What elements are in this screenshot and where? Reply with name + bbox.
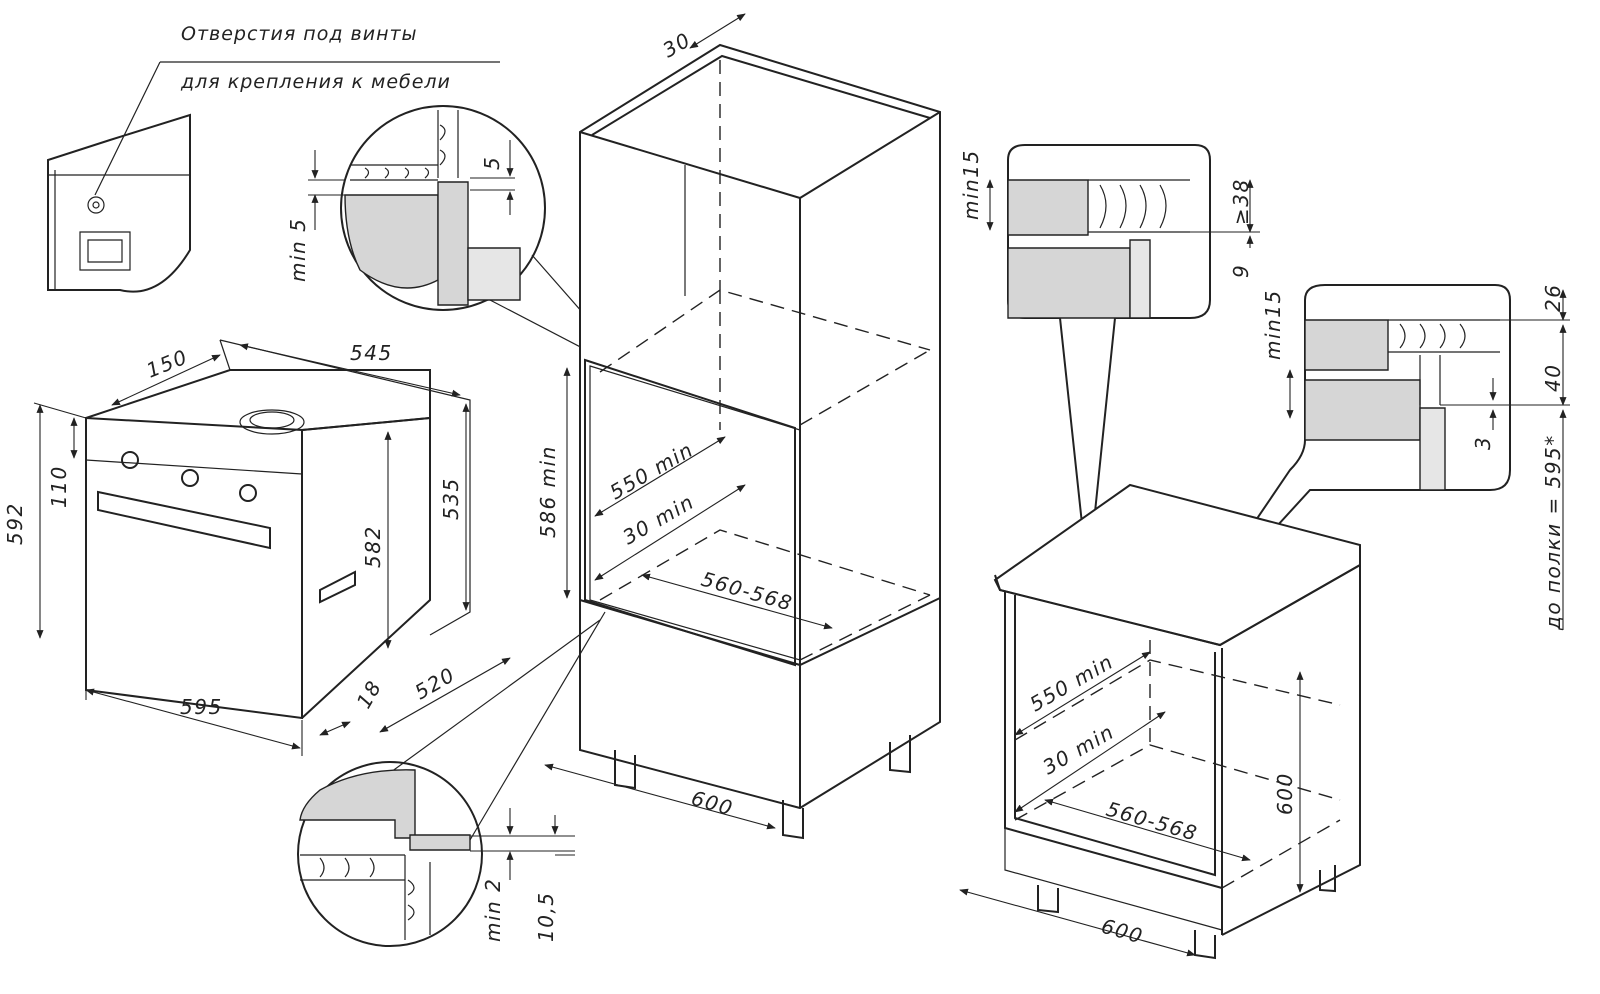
dim-9: 9 <box>1229 264 1253 278</box>
dim-26: 26 <box>1541 284 1565 312</box>
dim-600-width: 600 <box>1099 914 1147 949</box>
dim-ge38: ≥38 <box>1229 178 1253 225</box>
detail-right-1: min15 ≥38 9 <box>959 144 1260 581</box>
detail-right-2: min15 26 40 3 до полки = 595* <box>1179 284 1570 633</box>
dim-min15-r2: min15 <box>1261 289 1285 360</box>
detail-circle-top: 5 min 5 <box>286 105 641 379</box>
dim-40: 40 <box>1541 364 1565 392</box>
knob-icon <box>181 469 199 487</box>
dim-520: 520 <box>411 662 460 704</box>
dim-3: 3 <box>1471 436 1495 450</box>
dim-min5: min 5 <box>286 218 310 282</box>
dim-550min-base: 550 min <box>1026 649 1118 716</box>
dim-5: 5 <box>480 156 504 170</box>
screw-hole-detail: Отверстия под винты для крепления к мебе… <box>47 23 500 293</box>
screw-holes-label-line2: для крепления к мебели <box>180 71 451 93</box>
dim-600-height: 600 <box>1273 772 1297 815</box>
screw-holes-label-line1: Отверстия под винты <box>181 23 418 45</box>
dim-10-5: 10,5 <box>534 891 558 942</box>
detail-circle-bottom: min 2 10,5 <box>297 761 575 947</box>
dim-560-568-base: 560-568 <box>1104 797 1201 846</box>
dim-586min: 586 min <box>536 445 560 538</box>
dim-30-top: 30 <box>659 27 696 62</box>
dim-545: 545 <box>350 341 393 365</box>
dim-min2: min 2 <box>481 878 505 942</box>
oven-drawing: 150 545 592 110 582 535 595 18 520 <box>3 339 511 756</box>
dim-535: 535 <box>439 477 463 520</box>
dim-592: 592 <box>3 502 27 545</box>
knob-icon <box>239 484 257 502</box>
dim-110: 110 <box>47 465 71 508</box>
shelf-note: до полки = 595* <box>1541 434 1565 631</box>
tall-cabinet-drawing: 30 586 min 550 min 30 min 560-568 600 <box>379 13 941 841</box>
dim-18: 18 <box>352 676 387 713</box>
knob-icon <box>121 451 139 469</box>
dim-582: 582 <box>361 525 385 568</box>
dim-150: 150 <box>143 344 192 382</box>
base-cabinet-drawing: 550 min 30 min 560-568 600 600 <box>959 483 1361 960</box>
dim-600-tall: 600 <box>689 786 737 821</box>
dim-min15-r1: min15 <box>959 149 983 220</box>
dim-595: 595 <box>180 695 223 719</box>
